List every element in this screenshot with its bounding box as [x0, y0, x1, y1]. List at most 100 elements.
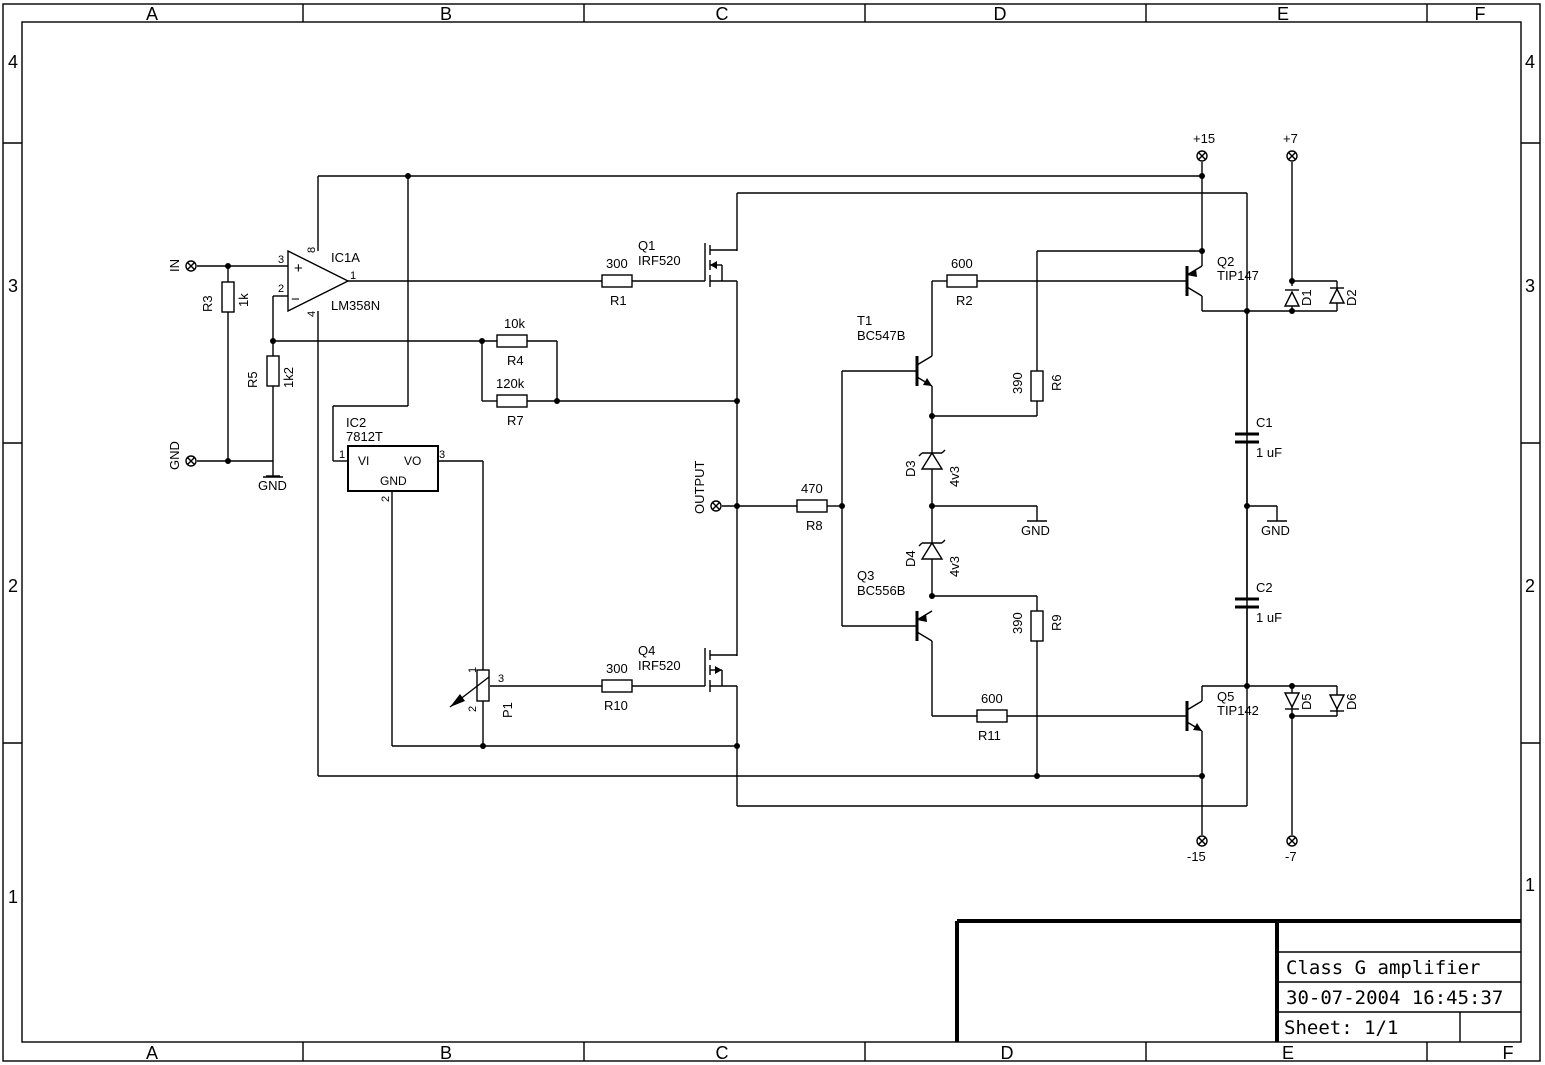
regulator-vi: VI — [358, 454, 369, 468]
col-label-e-top: E — [1277, 4, 1289, 24]
r2-value: 600 — [951, 256, 973, 271]
resistor-r3[interactable]: R3 1k — [200, 281, 251, 313]
col-label-c-top: C — [716, 4, 729, 24]
resistor-r7[interactable]: 120k R7 — [496, 376, 528, 428]
port-gnd-in-label: GND — [167, 441, 182, 470]
r5-value: 1k2 — [281, 367, 296, 388]
capacitor-c1[interactable]: C1 1 uF — [1235, 415, 1282, 460]
col-label-f-top: F — [1475, 4, 1486, 24]
capacitor-c2[interactable]: C2 1 uF — [1235, 580, 1282, 625]
wires — [197, 162, 1338, 835]
opamp-pin3: 3 — [278, 254, 284, 266]
resistor-r10[interactable]: 300 R10 — [601, 661, 633, 713]
gnd-symbol-1: GND — [258, 476, 287, 493]
port-output[interactable]: OUTPUT — [692, 461, 722, 515]
mosfet-q4[interactable]: Q4 IRF520 — [638, 643, 737, 692]
q5-ref: Q5 — [1217, 689, 1234, 704]
port-minus7[interactable]: -7 — [1285, 835, 1298, 864]
junctions — [225, 173, 1295, 779]
transistor-q2[interactable]: Q2 TIP147 — [1185, 254, 1259, 297]
transistor-t1[interactable]: T1 BC547B — [857, 313, 933, 387]
col-label-e-bottom: E — [1282, 1043, 1294, 1063]
r9-value: 390 — [1010, 612, 1025, 634]
mosfet-q1[interactable]: Q1 IRF520 — [638, 238, 737, 287]
row-label-2-right: 2 — [1525, 576, 1535, 596]
d4-ref: D4 — [903, 550, 918, 567]
drawing-sheet: Sheet: 1/1 — [1284, 1017, 1398, 1039]
diode-d5[interactable]: D5 — [1283, 692, 1314, 710]
resistor-r2[interactable]: 600 R2 — [946, 256, 978, 308]
col-label-a-bottom: A — [146, 1043, 158, 1063]
regulator-pin3: 3 — [439, 449, 445, 461]
regulator-pin2: 2 — [380, 496, 392, 502]
r6-ref: R6 — [1049, 374, 1064, 391]
d3-value: 4v3 — [947, 466, 962, 487]
regulator-ic2[interactable]: VI VO GND 1 2 3 IC2 7812T — [339, 415, 445, 502]
gnd-symbol-3: GND — [1261, 520, 1290, 538]
c2-value: 1 uF — [1256, 610, 1282, 625]
r4-value: 10k — [504, 316, 525, 331]
opamp-pin4: 4 — [306, 311, 318, 317]
diode-d6[interactable]: D6 — [1328, 693, 1359, 712]
col-label-d-top: D — [994, 4, 1007, 24]
row-label-3-right: 3 — [1525, 276, 1535, 296]
c1-value: 1 uF — [1256, 445, 1282, 460]
drawing-datetime: 30-07-2004 16:45:37 — [1286, 987, 1503, 1009]
drawing-title: Class G amplifier — [1286, 957, 1480, 979]
r7-ref: R7 — [507, 413, 524, 428]
r8-value: 470 — [801, 481, 823, 496]
drawing-frame: A B C D E F A B C D E F 4 3 2 1 4 3 2 1 — [2, 3, 1541, 1063]
q1-ref: Q1 — [638, 238, 655, 253]
opamp-minus-sign: − — [291, 291, 300, 308]
q3-part: BC556B — [857, 583, 905, 598]
regulator-vo: VO — [404, 454, 421, 468]
row-label-3-left: 3 — [8, 276, 18, 296]
opamp-plus-sign: + — [294, 260, 303, 277]
transistor-q3[interactable]: Q3 BC556B — [857, 568, 933, 642]
port-plus15[interactable]: +15 — [1193, 131, 1215, 162]
port-minus7-label: -7 — [1285, 849, 1297, 864]
diode-d1[interactable]: D1 — [1283, 289, 1314, 307]
row-label-1-left: 1 — [8, 887, 18, 907]
diode-d2[interactable]: D2 — [1328, 287, 1359, 306]
opamp-ic1a[interactable]: + − 3 2 1 8 4 IC1A LM358N — [278, 247, 380, 317]
col-label-b-top: B — [440, 4, 452, 24]
r10-value: 300 — [606, 661, 628, 676]
p1-pin1: 1 — [467, 667, 479, 673]
c2-ref: C2 — [1256, 580, 1273, 595]
col-label-c-bottom: C — [716, 1043, 729, 1063]
r3-value: 1k — [236, 293, 251, 307]
q5-part: TIP142 — [1217, 703, 1259, 718]
r10-ref: R10 — [604, 698, 628, 713]
q2-ref: Q2 — [1217, 254, 1234, 269]
port-plus15-label: +15 — [1193, 131, 1215, 146]
opamp-part: LM358N — [331, 298, 380, 313]
regulator-ref: IC2 — [346, 415, 366, 430]
gnd-label-2: GND — [1021, 523, 1050, 538]
row-label-4-right: 4 — [1525, 52, 1535, 72]
port-minus15[interactable]: -15 — [1187, 835, 1208, 864]
resistor-r4[interactable]: 10k R4 — [496, 316, 528, 368]
resistor-r5[interactable]: R5 1k2 — [245, 355, 296, 388]
port-gnd-in[interactable]: GND — [167, 441, 197, 470]
gnd-label-3: GND — [1261, 523, 1290, 538]
r1-ref: R1 — [610, 293, 627, 308]
resistor-r11[interactable]: 600 R11 — [976, 691, 1008, 743]
potentiometer-p1[interactable]: 1 2 3 P1 — [449, 667, 515, 718]
q4-part: IRF520 — [638, 658, 681, 673]
r11-ref: R11 — [978, 728, 1001, 743]
zener-d3[interactable]: D3 4v3 — [903, 449, 962, 487]
resistor-r1[interactable]: 300 R1 — [601, 256, 633, 308]
port-in-label: IN — [167, 259, 182, 272]
t1-ref: T1 — [857, 313, 872, 328]
zener-d4[interactable]: D4 4v3 — [903, 539, 962, 577]
port-in[interactable]: IN — [167, 259, 197, 272]
resistor-r9[interactable]: 390 R9 — [1010, 610, 1064, 642]
resistor-r6[interactable]: 390 R6 — [1010, 370, 1064, 402]
transistor-q5[interactable]: Q5 TIP142 — [1185, 689, 1259, 732]
resistor-r8[interactable]: 470 R8 — [796, 481, 828, 533]
gnd-label-1: GND — [258, 478, 287, 493]
q1-part: IRF520 — [638, 253, 681, 268]
port-plus7[interactable]: +7 — [1283, 131, 1298, 162]
